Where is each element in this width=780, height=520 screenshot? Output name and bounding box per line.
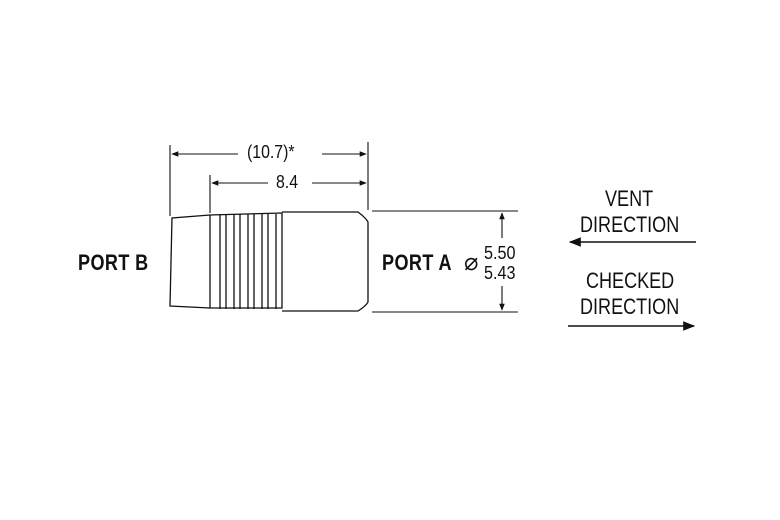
body-length-label: 8.4 — [276, 172, 299, 192]
vent-label-line1: VENT — [605, 186, 654, 211]
valve-body — [169, 211, 369, 312]
diameter-symbol: ⌀ — [464, 249, 479, 276]
checked-label-line2: DIRECTION — [580, 294, 680, 319]
checked-label-line1: CHECKED — [586, 268, 675, 293]
diameter-max-label: 5.50 — [484, 243, 516, 263]
ribs — [219, 214, 277, 309]
port-a-body — [282, 211, 369, 312]
port-a-label: PORT A — [382, 250, 452, 275]
ribbed-section — [209, 212, 283, 309]
port-b-label: PORT B — [78, 250, 149, 275]
dimensions — [169, 142, 518, 313]
diameter-min-label: 5.43 — [484, 263, 516, 283]
vent-label-line2: DIRECTION — [580, 212, 680, 237]
overall-length-label: (10.7)* — [247, 142, 295, 162]
port-b-cap — [169, 214, 211, 309]
